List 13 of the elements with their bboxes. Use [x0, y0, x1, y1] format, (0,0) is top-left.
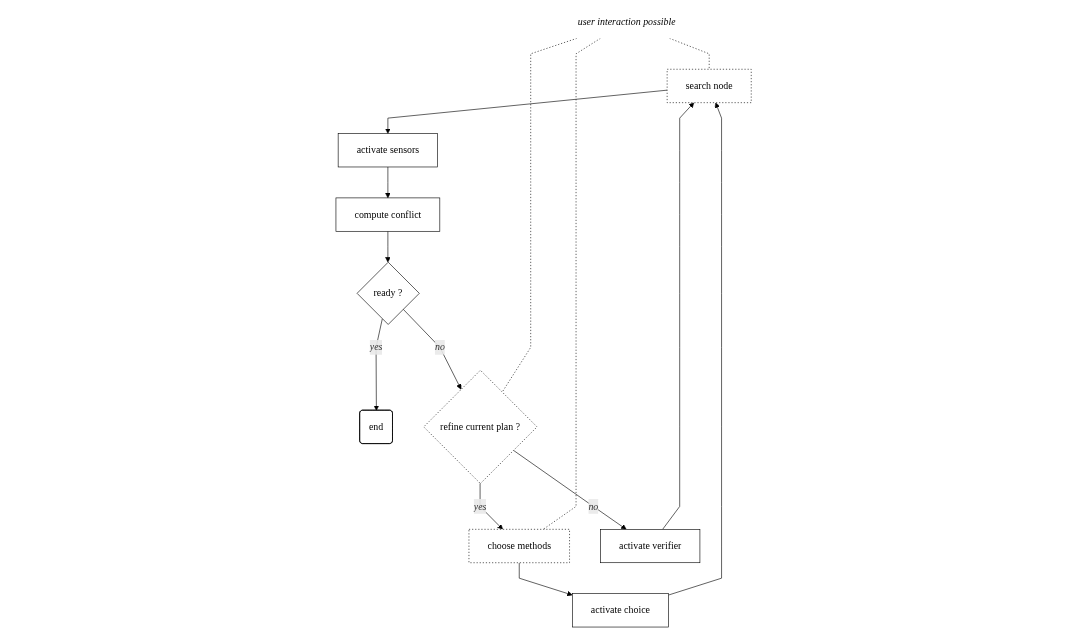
edge-label: no	[588, 500, 599, 512]
node-diamond: ready ?	[357, 261, 421, 325]
node-box: choose methods	[469, 529, 571, 564]
edge-label: yes	[370, 341, 383, 353]
node-box: activate verifier	[600, 529, 701, 564]
node-box: activate sensors	[338, 133, 439, 168]
node-box: search node	[667, 68, 752, 103]
node-box: compute conflict	[336, 197, 441, 232]
edge-label: yes	[474, 500, 487, 512]
node-box: activate choice	[572, 593, 670, 628]
node-text: user interaction possible	[578, 16, 677, 27]
edge-label: no	[435, 341, 446, 353]
node-diamond: refine current plan ?	[423, 369, 538, 484]
